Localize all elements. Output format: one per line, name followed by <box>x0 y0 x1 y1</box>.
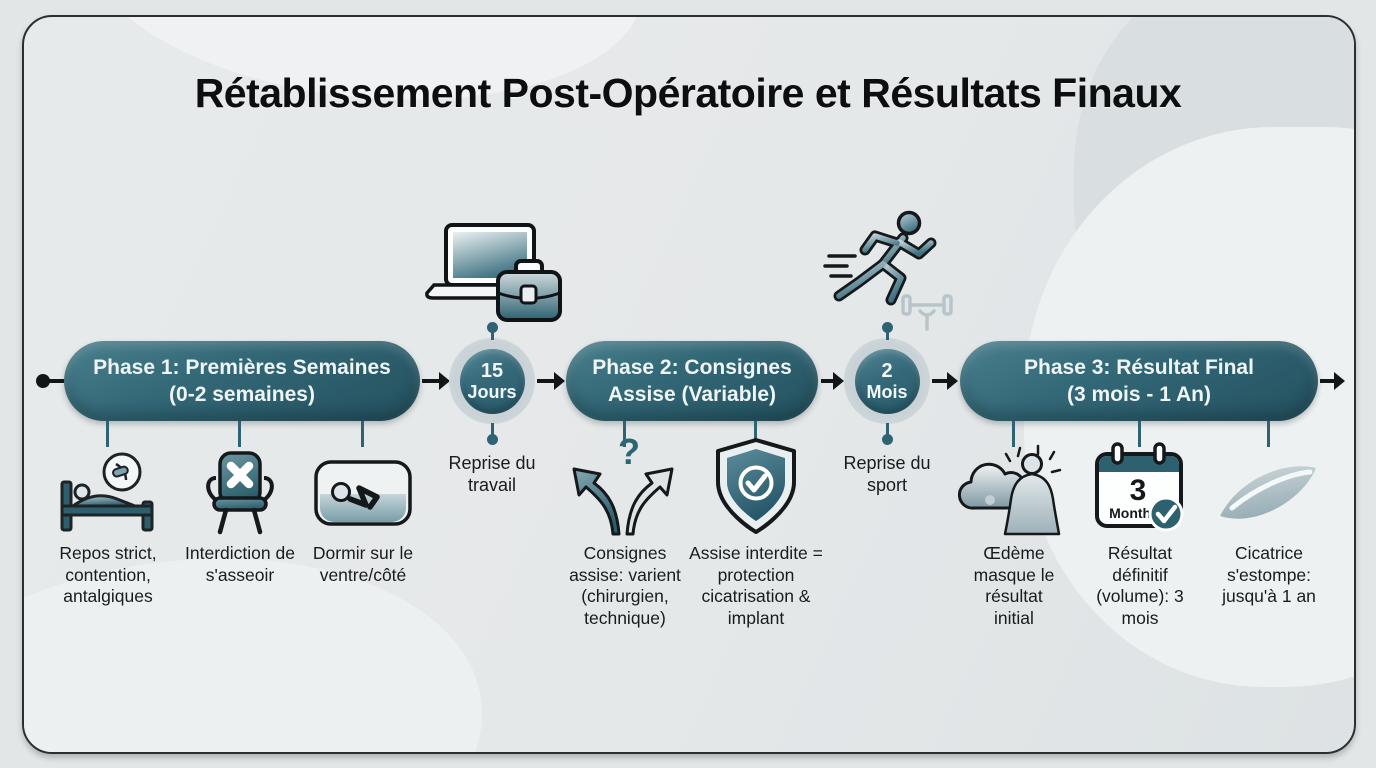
timeline-arrow <box>537 372 565 389</box>
phase-1-title-line2: (0-2 semaines) <box>169 383 315 406</box>
milestone-unit: Mois <box>866 381 908 402</box>
connector-line <box>1267 421 1270 447</box>
scar-icon <box>1210 446 1328 536</box>
milestone-2-mois-circle: 2 Mois <box>844 338 930 424</box>
phase-1-item: Repos strict, contention, antalgiques <box>43 446 173 608</box>
phase-2-item: Assise interdite = protection cicatrisat… <box>681 438 831 629</box>
item-label: Consignes assise: varient (chirurgien, t… <box>569 543 681 628</box>
connector-dot <box>487 434 498 445</box>
connector-dot <box>882 322 893 333</box>
phase-3-title-line2: (3 mois - 1 An) <box>1067 383 1211 406</box>
phase-2-title-line2: Assise (Variable) <box>607 383 777 406</box>
connector-dot <box>882 434 893 445</box>
phase-3-item: 3 Months Résultat définitif (volume): 3 … <box>1084 442 1196 629</box>
connector-line <box>1138 421 1141 447</box>
connector-line <box>491 330 494 340</box>
bed-rest-icon <box>56 446 160 536</box>
connector-line <box>623 421 626 447</box>
item-label: Cicatrice s'estompe: jusqu'à 1 an <box>1222 543 1316 606</box>
phase-2-title-line1: Phase 2: Consignes <box>592 356 792 379</box>
shield-check-icon <box>708 438 804 536</box>
item-label: Repos strict, contention, antalgiques <box>59 543 157 606</box>
sleep-position-icon <box>310 446 416 536</box>
item-label: Œdème masque le résultat initial <box>973 543 1055 628</box>
phase-1-pill: Phase 1: Premières Semaines (0-2 semaine… <box>64 341 420 421</box>
timeline-arrow <box>422 372 450 389</box>
page-title: Rétablissement Post-Opératoire et Résult… <box>194 70 1182 116</box>
timeline-arrow <box>821 372 844 389</box>
phase-1-title-line1: Phase 1: Premières Semaines <box>93 356 391 379</box>
swelling-body-icon <box>958 444 1070 536</box>
timeline-segment <box>44 379 66 383</box>
item-label: Assise interdite = protection cicatrisat… <box>689 543 823 628</box>
diverging-paths-question-icon: ? <box>567 436 683 536</box>
phase-1-item: Interdiction de s'asseoir <box>180 446 300 586</box>
milestone-15-jours-circle: 15 Jours <box>449 338 535 424</box>
milestone-caption: Reprise du travail <box>448 453 536 495</box>
connector-line <box>238 421 241 447</box>
question-mark-glyph: ? <box>618 436 640 472</box>
work-laptop-briefcase-icon <box>418 220 568 327</box>
dumbbell-hand-icon <box>898 285 958 342</box>
connector-line <box>491 423 494 437</box>
calendar-check-icon: 3 Months <box>1087 442 1193 536</box>
connector-line <box>106 421 109 447</box>
connector-line <box>886 330 889 340</box>
connector-line <box>886 423 889 437</box>
no-sitting-icon <box>190 446 290 536</box>
connector-line <box>361 421 364 447</box>
milestone-caption: Reprise du sport <box>843 453 931 495</box>
calendar-unit: Months <box>1109 505 1159 521</box>
timeline-arrow <box>1320 372 1345 389</box>
phase-3-title-line1: Phase 3: Résultat Final <box>1024 356 1254 379</box>
milestone-value: 15 <box>480 359 504 382</box>
item-label: Résultat définitif (volume): 3 mois <box>1096 543 1184 628</box>
item-label: Interdiction de s'asseoir <box>185 543 295 585</box>
calendar-number: 3 <box>1130 474 1147 507</box>
phase-2-item: ? Consignes assise: varient (chirurgien,… <box>565 436 685 629</box>
milestone-unit: Jours <box>467 381 517 402</box>
connector-line <box>754 421 757 447</box>
connector-dot <box>487 322 498 333</box>
timeline-start-dot <box>36 374 50 388</box>
milestone-value: 2 <box>881 359 893 382</box>
phase-2-pill: Phase 2: Consignes Assise (Variable) <box>566 341 818 421</box>
connector-line <box>1012 421 1015 447</box>
item-label: Dormir sur le ventre/côté <box>312 543 414 585</box>
phase-3-pill: Phase 3: Résultat Final (3 mois - 1 An) <box>960 341 1318 421</box>
running-person-icon <box>823 210 947 319</box>
timeline-arrow <box>932 372 958 389</box>
phase-3-item: Œdème masque le résultat initial <box>958 444 1070 629</box>
phase-3-item: Cicatrice s'estompe: jusqu'à 1 an <box>1209 446 1329 608</box>
phase-1-item: Dormir sur le ventre/côté <box>298 446 428 586</box>
